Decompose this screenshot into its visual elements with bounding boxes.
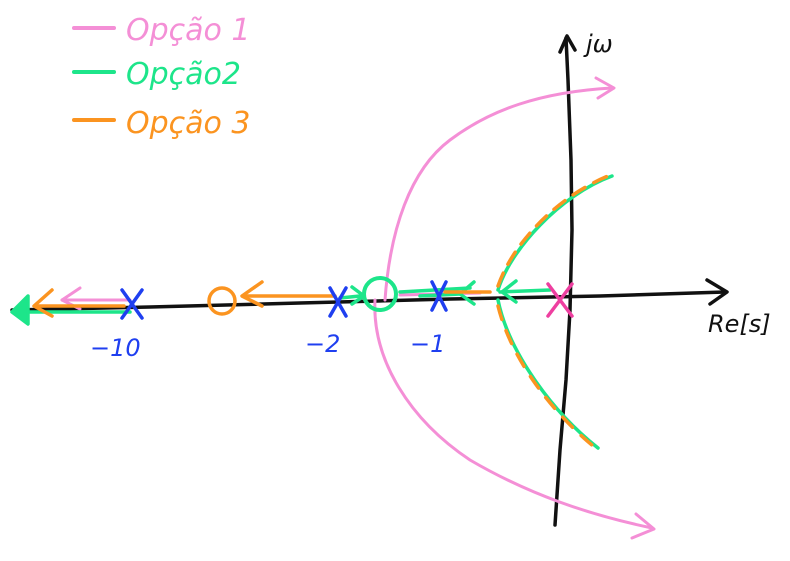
poles-blue [120, 280, 448, 320]
legend-label-opcao1: Opção 1 [126, 13, 251, 48]
opcao3-zero-arrowhead [240, 280, 264, 308]
tick-label-minus2: −2 [305, 330, 340, 358]
real-axis-arrowhead [705, 278, 729, 306]
legend: Opção 1 Opção2 Opção 3 [72, 13, 251, 141]
opcao3-zero-marker [207, 286, 237, 316]
opcao2-upper-arc [496, 174, 614, 292]
opcao2-arrowhead-left-of-zero [350, 285, 366, 306]
pole-marker-minus1 [430, 280, 448, 312]
legend-label-opcao2: Opção2 [126, 57, 241, 92]
tick-label-minus1: −1 [410, 330, 445, 358]
imag-axis [553, 36, 574, 527]
legend-label-opcao3: Opção 3 [126, 106, 251, 141]
opcao3-lower-arc [496, 304, 600, 452]
opcao2-arrow-left-of-zero [338, 294, 362, 300]
pole-origin [546, 282, 574, 318]
opcao3-left-arrowhead [32, 288, 54, 318]
tick-labels: −10 −2 −1 [90, 330, 445, 362]
pole-marker-minus10 [120, 288, 144, 320]
opcao2-lower-arc [496, 298, 600, 450]
legend-item-opcao3: Opção 3 [72, 106, 251, 141]
opcao2-left-arrowhead [10, 294, 30, 326]
legend-item-opcao1: Opção 1 [72, 13, 251, 48]
legend-item-opcao2: Opção2 [72, 57, 241, 92]
opcao2-zero-marker [362, 276, 398, 312]
opcao1-lower-branch [373, 298, 654, 530]
tick-label-minus10: −10 [90, 334, 141, 362]
opcao2-right-segment [498, 288, 552, 294]
opcao1-lower-arrowhead [630, 512, 656, 540]
locus-opcao3 [32, 174, 610, 452]
opcao1-upper-branch [383, 86, 614, 302]
opcao1-upper-arrowhead [594, 76, 616, 100]
opcao3-upper-arc [496, 174, 610, 288]
imag-axis-arrowhead [558, 34, 577, 54]
imag-axis-label: jω [583, 30, 613, 58]
opcao2-right-arrowhead [500, 279, 518, 304]
opcao2-arrowhead [458, 280, 476, 306]
locus-opcao2 [10, 174, 614, 450]
axes: jω Re[s] [10, 30, 771, 527]
real-axis-label: Re[s] [708, 310, 771, 338]
pole-marker-minus2 [328, 286, 348, 318]
